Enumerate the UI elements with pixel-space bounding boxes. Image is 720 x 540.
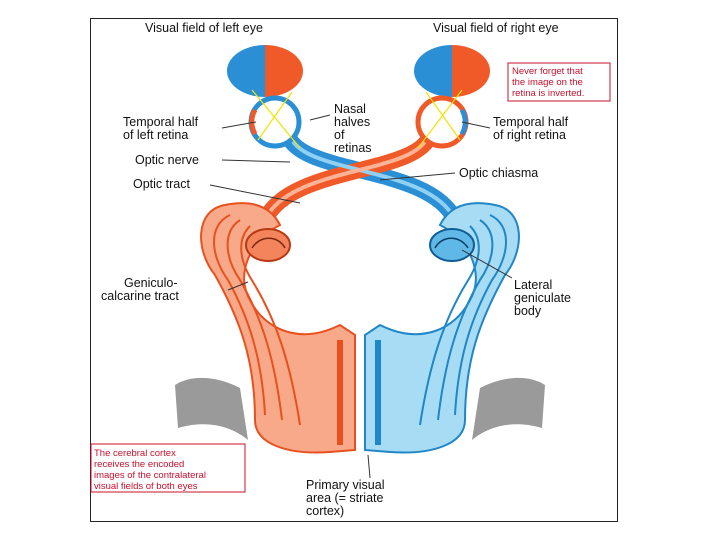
label-lateral-2: geniculate: [514, 291, 571, 305]
label-optic-tract: Optic tract: [133, 177, 190, 191]
visual-field-left-eye: [227, 45, 303, 97]
label-lateral-3: body: [514, 304, 542, 318]
note-inverted-2: the image on the: [512, 77, 583, 88]
label-visual-field-right: Visual field of right eye: [433, 21, 559, 35]
note-inverted-1: Never forget that: [512, 66, 583, 77]
left-hemisphere-pathway: [175, 202, 356, 454]
right-eye: [415, 89, 469, 149]
label-nasal-4: retinas: [334, 141, 372, 155]
label-primary-1: Primary visual: [306, 478, 385, 492]
label-optic-nerve: Optic nerve: [135, 153, 199, 167]
label-optic-chiasma: Optic chiasma: [459, 166, 538, 180]
label-temporal-left-2: of left retina: [123, 128, 188, 142]
label-geniculo-1: Geniculo-: [124, 276, 178, 290]
label-visual-field-left: Visual field of left eye: [145, 21, 263, 35]
visual-field-right-eye: [414, 45, 490, 97]
right-hemisphere-pathway: [364, 202, 545, 454]
left-eye: [248, 89, 302, 149]
label-nasal-2: halves: [334, 115, 370, 129]
optic-pathway-crossing: [257, 131, 463, 225]
note-cortex-3: images of the contralateral: [94, 470, 206, 481]
label-lateral-1: Lateral: [514, 278, 552, 292]
label-temporal-right-1: Temporal half: [493, 115, 569, 129]
note-cortex-4: visual fields of both eyes: [94, 481, 198, 492]
label-nasal-3: of: [334, 128, 345, 142]
note-cortex-2: receives the encoded: [94, 459, 184, 470]
label-primary-2: area (= striate: [306, 491, 384, 505]
label-nasal-1: Nasal: [334, 102, 366, 116]
inverted-note-box: [507, 62, 611, 102]
leader-lines: [209, 114, 513, 479]
label-geniculo-2: calcarine tract: [101, 289, 179, 303]
label-temporal-right-2: of right retina: [493, 128, 566, 142]
note-inverted-3: retina is inverted.: [512, 88, 584, 99]
note-cortex-1: The cerebral cortex: [94, 448, 176, 459]
cortex-note-box: [90, 443, 246, 493]
label-temporal-left-1: Temporal half: [123, 115, 199, 129]
label-primary-3: cortex): [306, 504, 344, 518]
